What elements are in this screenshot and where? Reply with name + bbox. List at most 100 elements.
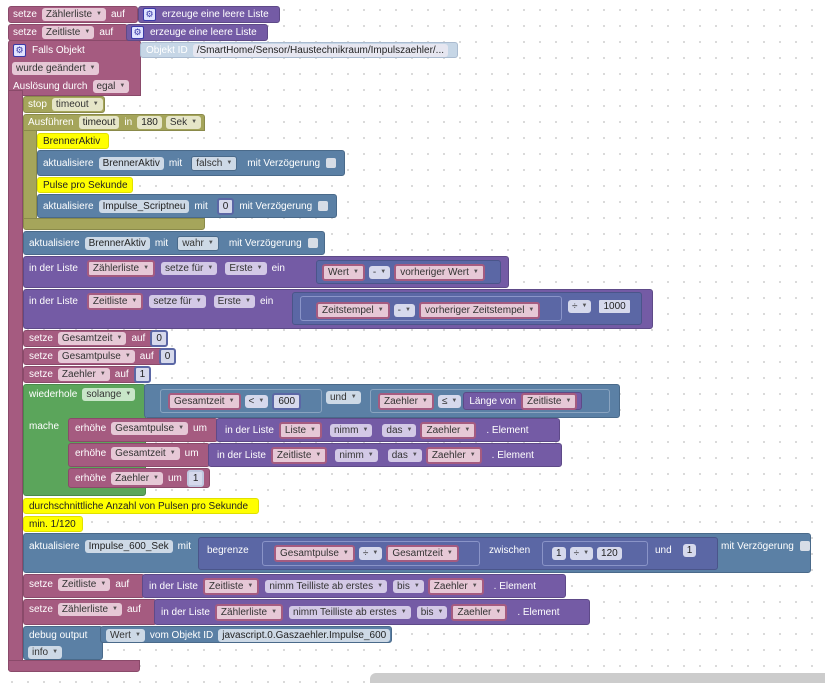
- ausloesung-dropdown[interactable]: egal▼: [92, 79, 130, 93]
- target-field[interactable]: Impulse_Scriptneu: [98, 199, 190, 213]
- value-dropdown[interactable]: Zeitstempel▼: [316, 301, 390, 319]
- value-dropdown[interactable]: vorheriger Zeitstempel▼: [418, 301, 541, 319]
- number-field[interactable]: 0: [150, 329, 168, 347]
- ausloesung-label: Auslösung durch: [13, 80, 88, 92]
- das-dropdown[interactable]: das▼: [382, 423, 417, 437]
- operator-dropdown[interactable]: -▼: [393, 303, 415, 317]
- delay-checkbox[interactable]: [799, 541, 810, 551]
- bis-dropdown[interactable]: bis▼: [416, 605, 448, 619]
- timeout-name-field[interactable]: timeout: [78, 115, 120, 129]
- sublist-mode-dropdown[interactable]: nimm Teilliste ab erstes▼: [265, 579, 388, 593]
- variable-dropdown[interactable]: Gesamtzeit▼: [386, 544, 459, 562]
- number-field[interactable]: 120: [597, 546, 622, 560]
- value-type-dropdown[interactable]: Wert▼: [106, 628, 145, 642]
- log-level-dropdown[interactable]: info▼: [28, 645, 63, 659]
- timeout-dropdown[interactable]: timeout▼: [51, 97, 103, 111]
- gear-icon[interactable]: ⚙: [131, 25, 144, 39]
- comment-block[interactable]: [37, 177, 133, 193]
- compare-op-dropdown[interactable]: ≤▼: [437, 394, 462, 408]
- variable-dropdown[interactable]: Gesamtpulse▼: [274, 544, 355, 562]
- object-id-field[interactable]: javascript.0.Gaszaehler.Impulse_600: [218, 628, 391, 642]
- mode-dropdown[interactable]: setze für▼: [161, 261, 218, 275]
- number-field[interactable]: 600: [272, 392, 302, 410]
- variable-dropdown[interactable]: Zaehler▼: [111, 471, 163, 485]
- compare-op-dropdown[interactable]: <▼: [244, 394, 269, 408]
- update-block[interactable]: [23, 231, 325, 255]
- gear-icon[interactable]: ⚙: [143, 7, 156, 21]
- variable-dropdown[interactable]: Zaehler▼: [57, 367, 110, 381]
- position-dropdown[interactable]: Erste▼: [225, 261, 267, 275]
- sublist-mode-dropdown[interactable]: nimm Teilliste ab erstes▼: [289, 605, 411, 619]
- index-variable-dropdown[interactable]: Zaehler▼: [420, 421, 477, 439]
- number-field[interactable]: 1: [552, 546, 566, 560]
- number-field[interactable]: 0: [158, 347, 177, 365]
- nimm-dropdown[interactable]: nimm▼: [335, 448, 378, 462]
- number-field[interactable]: 1: [186, 469, 205, 487]
- list-length-block[interactable]: Länge von Zeitliste▼: [463, 392, 583, 410]
- delay-checkbox[interactable]: [326, 158, 337, 168]
- variable-dropdown[interactable]: Zeitliste▼: [41, 25, 95, 39]
- position-dropdown[interactable]: Erste▼: [213, 294, 255, 308]
- target-field[interactable]: BrennerAktiv: [98, 156, 164, 170]
- list-get-block[interactable]: [208, 443, 562, 467]
- variable-dropdown[interactable]: Gesamtpulse▼: [111, 421, 189, 435]
- operator-dropdown[interactable]: ÷▼: [358, 546, 383, 560]
- condition-dropdown[interactable]: wurde geändert▼: [12, 61, 100, 75]
- bool-dropdown[interactable]: wahr▼: [177, 235, 219, 251]
- target-field[interactable]: BrennerAktiv: [84, 236, 150, 250]
- operator-dropdown[interactable]: ÷▼: [568, 299, 592, 313]
- comment-block[interactable]: [23, 498, 259, 514]
- number-field[interactable]: 1: [682, 543, 697, 557]
- mode-dropdown[interactable]: setze für▼: [149, 294, 206, 308]
- list-variable-dropdown[interactable]: Zählerliste▼: [86, 259, 156, 277]
- variable-dropdown[interactable]: Gesamtzeit▼: [57, 331, 127, 345]
- variable-dropdown[interactable]: Zählerliste▼: [41, 7, 106, 21]
- index-variable-dropdown[interactable]: Zaehler▼: [451, 603, 508, 621]
- comment-text: min. 1/120: [29, 518, 76, 530]
- variable-dropdown[interactable]: Gesamtpulse▼: [57, 349, 135, 363]
- unit-dropdown[interactable]: Sek▼: [165, 115, 202, 129]
- create-empty-list-block[interactable]: [138, 6, 280, 23]
- list-variable-dropdown[interactable]: Zeitliste▼: [86, 292, 144, 310]
- timeout-value-field[interactable]: 180: [137, 115, 162, 129]
- object-id-field[interactable]: /SmartHome/Sensor/Haustechnikraum/Impuls…: [192, 43, 449, 57]
- variable-dropdown[interactable]: Zählerliste▼: [57, 602, 122, 616]
- comment-block[interactable]: [37, 133, 109, 149]
- variable-dropdown[interactable]: Gesamtzeit▼: [168, 392, 241, 410]
- bis-dropdown[interactable]: bis▼: [393, 579, 424, 593]
- logic-op: und: [330, 391, 347, 403]
- horizontal-scrollbar[interactable]: [370, 673, 825, 683]
- element-label: . Element: [493, 580, 536, 592]
- list-variable-dropdown[interactable]: Zeitliste▼: [521, 392, 578, 410]
- operator-dropdown[interactable]: ÷▼: [569, 546, 594, 560]
- gear-icon[interactable]: ⚙: [13, 43, 26, 57]
- number-field[interactable]: 1: [133, 365, 152, 383]
- loop-mode-dropdown[interactable]: solange▼: [82, 387, 136, 401]
- delay-checkbox[interactable]: [318, 201, 329, 211]
- value-dropdown[interactable]: vorheriger Wert▼: [394, 263, 485, 281]
- update-block[interactable]: [37, 150, 345, 176]
- list-variable-dropdown[interactable]: Liste▼: [278, 421, 322, 439]
- target-field[interactable]: Impulse_600_Sek: [84, 539, 173, 553]
- create-list-label: erzeuge eine leere Liste: [162, 8, 269, 20]
- list-variable-dropdown[interactable]: Zeitliste▼: [270, 446, 328, 464]
- operator-dropdown[interactable]: -▼: [368, 265, 391, 279]
- index-variable-dropdown[interactable]: Zaehler▼: [427, 577, 484, 595]
- variable-dropdown[interactable]: Gesamtzeit▼: [111, 446, 180, 460]
- list-variable-dropdown[interactable]: Zeitliste▼: [202, 577, 260, 595]
- index-variable-dropdown[interactable]: Zaehler▼: [425, 446, 482, 464]
- variable-dropdown[interactable]: Zaehler▼: [378, 392, 434, 410]
- number-field[interactable]: 1000: [597, 297, 632, 315]
- list-variable-dropdown[interactable]: Zählerliste▼: [214, 603, 284, 621]
- number-field[interactable]: 0: [216, 197, 235, 215]
- value-dropdown[interactable]: Wert▼: [322, 263, 365, 281]
- delay-checkbox[interactable]: [307, 238, 318, 248]
- setze-label: setze: [29, 578, 53, 590]
- das-dropdown[interactable]: das▼: [387, 448, 422, 462]
- bool-dropdown[interactable]: falsch▼: [191, 155, 238, 171]
- variable-dropdown[interactable]: Zeitliste▼: [57, 577, 111, 591]
- nimm-dropdown[interactable]: nimm▼: [330, 423, 373, 437]
- create-empty-list-block[interactable]: [126, 24, 268, 41]
- logic-op-dropdown[interactable]: und▼: [326, 390, 361, 404]
- comment-block[interactable]: [23, 516, 83, 532]
